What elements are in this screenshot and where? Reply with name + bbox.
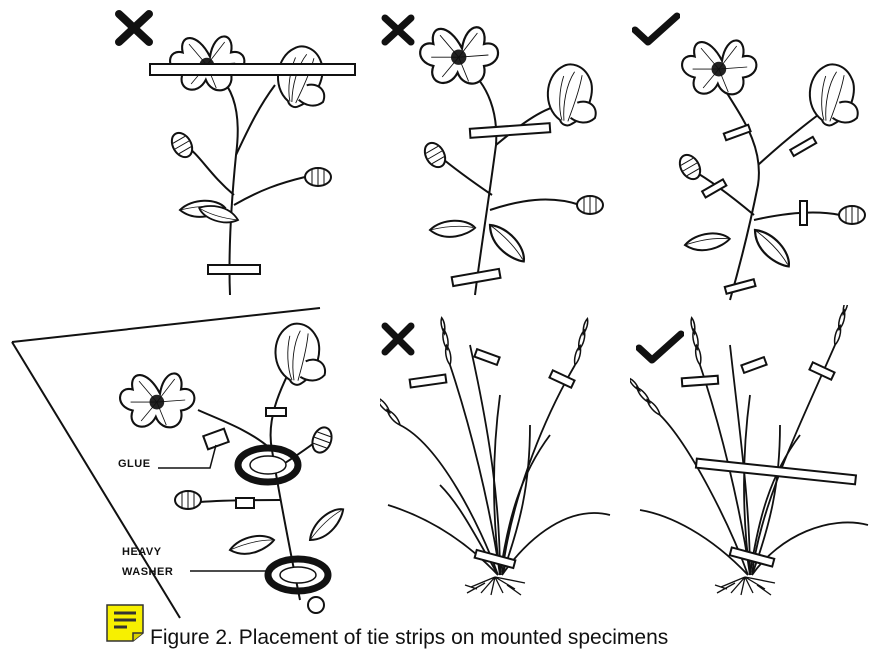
x-icon bbox=[113, 10, 155, 46]
note-icon[interactable] bbox=[105, 603, 145, 643]
glue-label: GLUE bbox=[118, 458, 151, 470]
panel-bottom-middle bbox=[380, 305, 620, 615]
x-icon bbox=[380, 322, 416, 356]
panel-top-middle bbox=[380, 5, 620, 300]
x-icon bbox=[380, 14, 416, 46]
grass-specimen-illustration bbox=[380, 305, 620, 615]
checkmark-icon bbox=[632, 12, 680, 46]
incorrect-mark bbox=[113, 10, 155, 51]
figure-caption: Figure 2. Placement of tie strips on mou… bbox=[150, 626, 872, 653]
correct-mark bbox=[636, 330, 684, 369]
checkmark-icon bbox=[636, 330, 684, 364]
heavy-washer-label-line2: WASHER bbox=[122, 566, 173, 578]
incorrect-mark bbox=[380, 14, 416, 51]
mounting-sheet-illustration bbox=[0, 300, 380, 630]
panel-bottom-left bbox=[0, 300, 380, 630]
heavy-washer-label-line1: HEAVY bbox=[122, 546, 162, 558]
flower-specimen-illustration bbox=[380, 5, 620, 300]
incorrect-mark bbox=[380, 322, 416, 361]
correct-mark bbox=[632, 12, 680, 51]
